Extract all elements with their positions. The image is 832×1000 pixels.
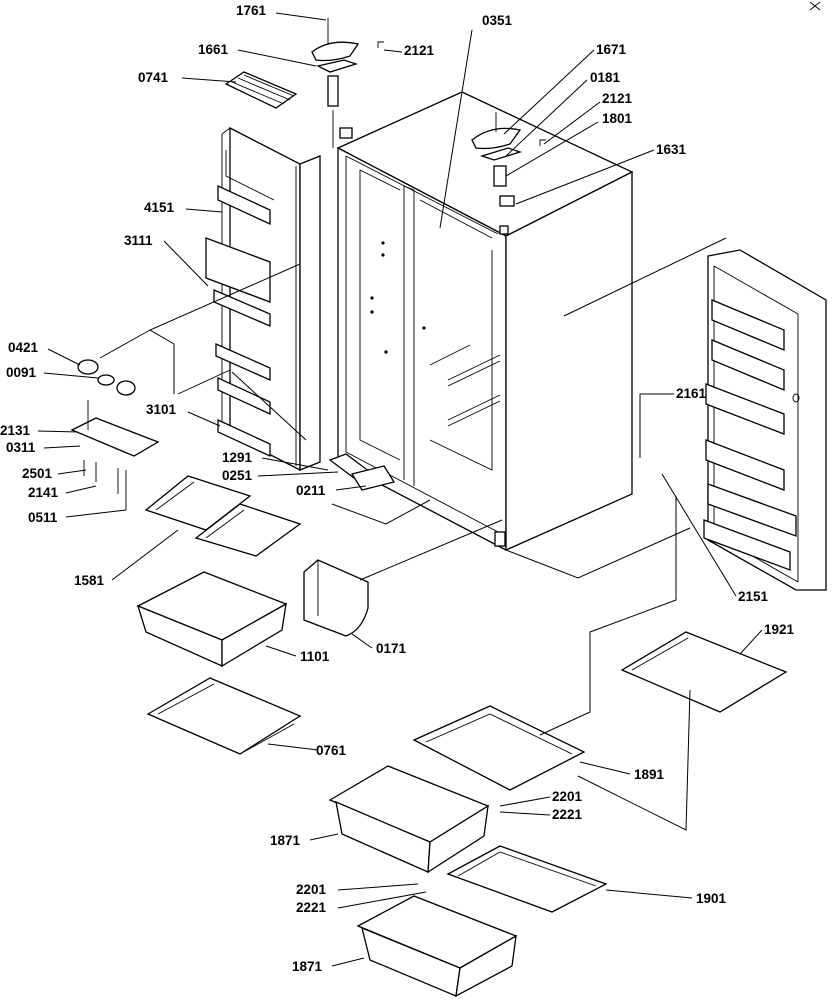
callout-4151: 4151	[144, 200, 175, 215]
callout-0761: 0761	[316, 743, 347, 758]
right-hinge-assembly	[471, 112, 546, 207]
callout-0741: 0741	[138, 70, 169, 85]
callout-0351: 0351	[482, 13, 513, 28]
bottom-hinge	[328, 453, 396, 491]
callout-2501: 2501	[22, 466, 53, 481]
crisper-cover-lower	[446, 845, 608, 913]
callout-1581: 1581	[74, 573, 105, 588]
crisper-drawer-upper	[328, 765, 490, 874]
callout-2141: 2141	[28, 485, 59, 500]
callout-2161: 2161	[676, 386, 707, 401]
callout-3111: 3111	[124, 233, 153, 248]
callout-1871-upper: 1871	[270, 833, 301, 848]
callout-0311: 0311	[6, 440, 36, 455]
callout-3101: 3101	[146, 402, 177, 417]
leader-lines	[37, 12, 763, 967]
callout-1891: 1891	[634, 767, 665, 782]
callout-2221-upper: 2221	[552, 807, 583, 822]
callout-0511: 0511	[28, 510, 58, 525]
crisper-drawer-lower	[356, 895, 518, 998]
callout-labels: 1761 0351 1661 2121 1671 0741 0181 2121 …	[0, 3, 795, 974]
freezer-shelves	[144, 475, 302, 557]
callout-0091: 0091	[6, 365, 37, 380]
callout-2131: 2131	[0, 423, 31, 438]
callout-1661: 1661	[198, 42, 229, 57]
glass-shelf	[620, 631, 788, 713]
callout-2201-lower: 2201	[296, 882, 327, 897]
air-duct	[303, 559, 369, 637]
light-assembly	[70, 329, 231, 510]
callout-0421: 0421	[8, 340, 39, 355]
freezer-basket	[146, 677, 302, 755]
crisper-cover	[412, 705, 586, 791]
callout-1871-lower: 1871	[292, 959, 323, 974]
callout-2221-lower: 2221	[296, 900, 327, 915]
callout-1631: 1631	[656, 142, 687, 157]
callout-1101: 1101	[300, 649, 330, 664]
cabinet	[336, 91, 634, 552]
freezer-door	[205, 126, 321, 472]
callout-0181: 0181	[590, 70, 621, 85]
callout-1901: 1901	[696, 891, 727, 906]
callout-1801: 1801	[602, 111, 633, 126]
callout-2121-right: 2121	[602, 91, 633, 106]
freezer-drawer	[136, 571, 288, 668]
callout-1291: 1291	[222, 450, 253, 465]
callout-1761: 1761	[236, 3, 267, 18]
callout-2201-upper: 2201	[552, 789, 583, 804]
left-hinge-assembly	[311, 18, 384, 148]
callout-1921: 1921	[764, 622, 795, 637]
grille	[224, 71, 298, 109]
callout-0251: 0251	[222, 468, 253, 483]
fresh-food-door	[703, 249, 827, 591]
callout-2151: 2151	[738, 589, 769, 604]
callout-2121-top: 2121	[404, 43, 435, 58]
callout-0171: 0171	[376, 641, 407, 656]
callout-0211: 0211	[296, 483, 326, 498]
callout-1671: 1671	[596, 42, 627, 57]
corner-mark	[809, 1, 821, 11]
